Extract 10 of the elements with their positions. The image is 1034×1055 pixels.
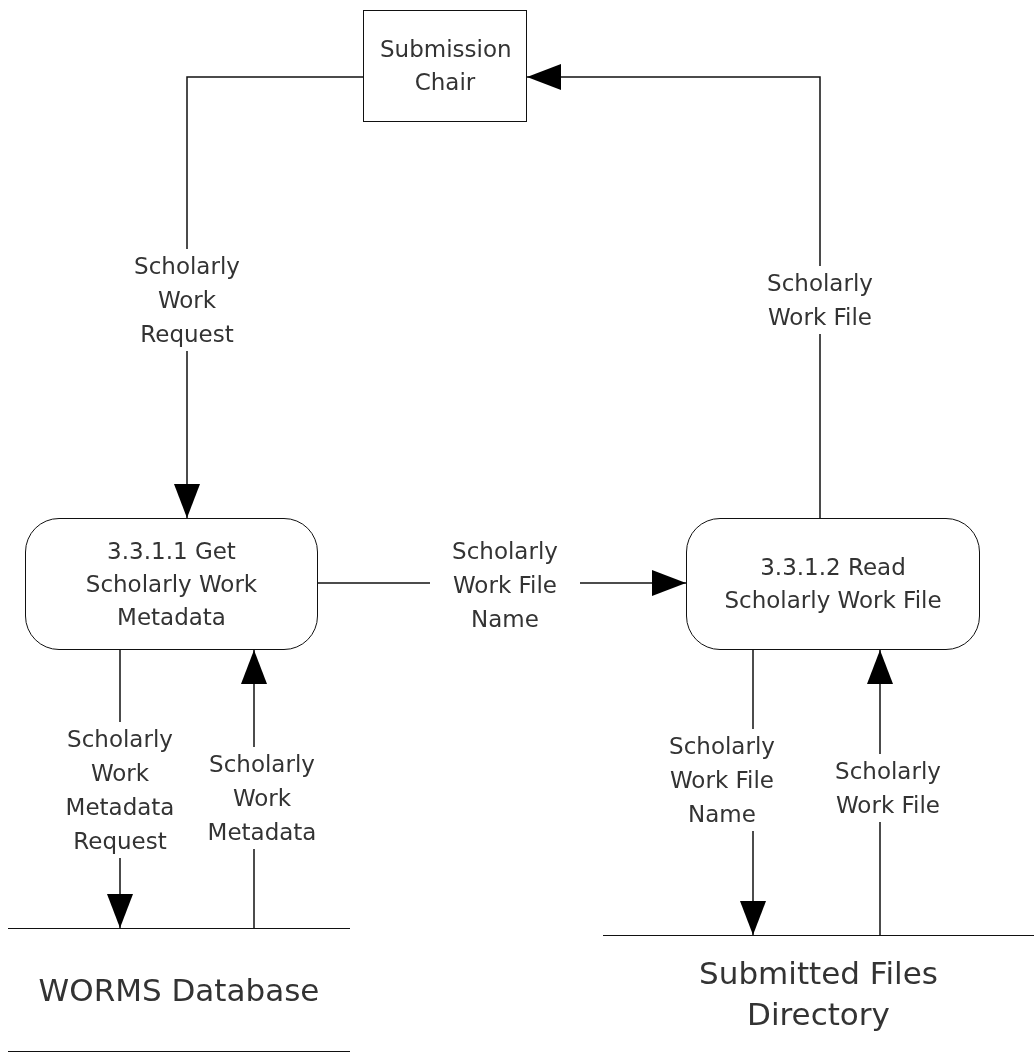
data-store [8, 928, 350, 1052]
node-label: 3.3.1.2 Read Scholarly Work File [723, 553, 943, 615]
process-box [686, 518, 980, 650]
node-label: 3.3.1.1 Get Scholarly Work Metadata [84, 536, 259, 632]
external-entity-box [363, 10, 527, 122]
node-label: Submission Chair [380, 35, 510, 97]
arrow [526, 64, 821, 519]
process-box [25, 518, 318, 650]
node-label: WORMS Database [38, 970, 320, 1010]
node-label: Submitted Files Directory [698, 953, 939, 1034]
